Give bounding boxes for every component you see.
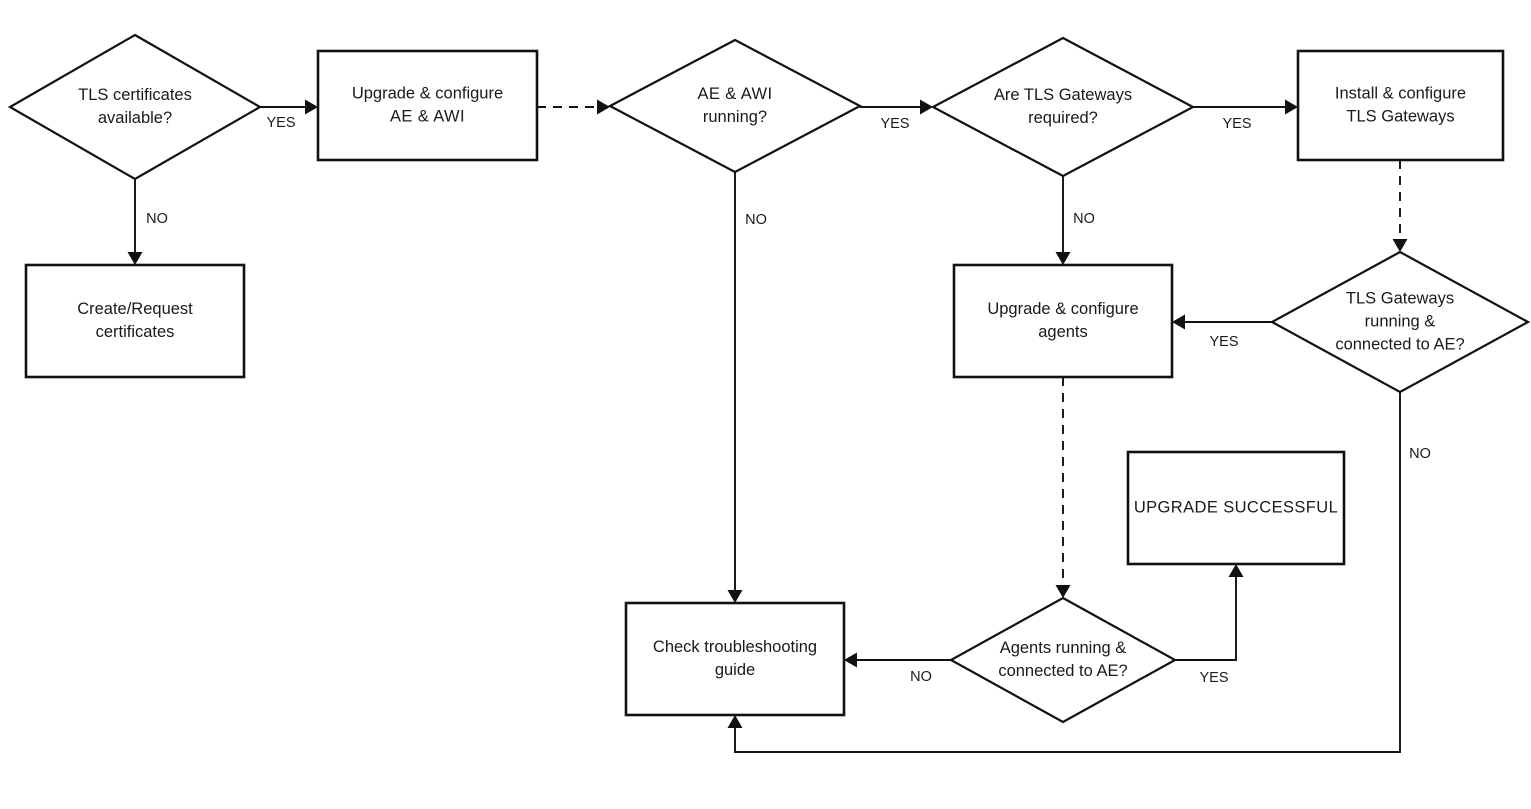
arrow-head-icon: [1285, 99, 1298, 115]
arrow-head-icon: [920, 99, 933, 115]
arrow-head-icon: [597, 99, 610, 115]
decision-diamond: [607, 38, 863, 174]
edge-label-certs-no-to-create-certs: NO: [146, 211, 168, 227]
node-label-line: TLS Gateways: [1346, 107, 1454, 125]
arrow-head-icon: [727, 715, 743, 728]
node-label-line: running?: [703, 108, 767, 126]
decision-diamond: [1269, 250, 1531, 394]
node-upgrade-configure-agents[interactable]: Upgrade & configure agents: [952, 263, 1174, 379]
node-label-line: Check troubleshooting: [653, 638, 817, 656]
node-label-line: Upgrade & configure: [352, 84, 503, 102]
node-label-line: Upgrade & configure: [987, 300, 1138, 318]
edge-certs-yes-to-upgrade-ae: [260, 99, 318, 115]
arrow-head-icon: [1392, 239, 1408, 252]
edge-gateways-required-yes-to-install: [1193, 99, 1298, 115]
arrow-head-icon: [127, 252, 143, 265]
arrow-head-icon: [1055, 585, 1071, 598]
arrow-head-icon: [727, 590, 743, 603]
edge-gateways-required-no-to-upgrade-agents: [1055, 176, 1071, 265]
edges-layer: [127, 99, 1408, 753]
process-box: [952, 263, 1174, 379]
edge-label-agents-running-no-to-troubleshooting: NO: [910, 669, 932, 685]
node-tls-gateways-running-connected[interactable]: TLS Gateways running & connected to AE?: [1269, 250, 1531, 394]
edge-agents-running-yes-to-upgrade-successful: [1175, 564, 1244, 661]
node-check-troubleshooting-guide[interactable]: Check troubleshooting guide: [624, 601, 846, 717]
edge-ae-running-no-to-troubleshooting: [727, 172, 743, 603]
node-label-line: connected to AE?: [998, 662, 1127, 680]
node-are-tls-gateways-required[interactable]: Are TLS Gateways required?: [930, 36, 1196, 178]
edge-label-gateways-required-no-to-upgrade-agents: NO: [1073, 211, 1095, 227]
arrow-head-icon: [305, 99, 318, 115]
node-label-line: available?: [98, 109, 172, 127]
node-label-line: Install & configure: [1335, 84, 1466, 102]
node-label-line: AE & AWI: [390, 107, 465, 125]
edge-label-gateways-running-yes-to-upgrade-agents: YES: [1209, 334, 1238, 350]
node-label-line: TLS certificates: [78, 86, 192, 104]
arrow-head-icon: [1172, 314, 1185, 330]
node-label-line: agents: [1038, 323, 1088, 341]
node-label-line: required?: [1028, 109, 1098, 127]
process-box: [624, 601, 846, 717]
node-tls-certificates-available[interactable]: TLS certificates available?: [7, 33, 263, 181]
edge-gateways-running-no-to-troubleshooting: [727, 392, 1401, 753]
edge-label-agents-running-yes-to-upgrade-successful: YES: [1199, 670, 1228, 686]
edge-upgrade-ae-to-ae-running: [537, 99, 610, 115]
node-label-line: TLS Gateways: [1346, 289, 1454, 307]
arrow-head-icon: [1055, 252, 1071, 265]
edge-agents-running-no-to-troubleshooting: [844, 652, 951, 668]
decision-diamond: [948, 596, 1178, 724]
edge-label-ae-running-yes-to-gateways-required: YES: [880, 116, 909, 132]
node-label-line: AE & AWI: [697, 85, 772, 103]
node-label-line: UPGRADE SUCCESSFUL: [1134, 498, 1338, 516]
process-box: [1126, 450, 1346, 566]
decision-diamond: [930, 36, 1196, 178]
nodes-layer: TLS certificates available? Upgrade & conf…: [7, 33, 1531, 724]
edge-labels-layer: YES NO YES NO YES NO YES NO NO YES: [146, 115, 1431, 686]
node-agents-running-connected[interactable]: Agents running & connected to AE?: [948, 596, 1178, 724]
edge-upgrade-agents-to-agents-running: [1055, 377, 1071, 598]
edge-path: [1175, 568, 1237, 661]
node-label-line: running &: [1365, 312, 1436, 330]
process-box: [1296, 49, 1505, 162]
edge-ae-running-yes-to-gateways-required: [860, 99, 933, 115]
edge-gateways-running-yes-to-upgrade-agents: [1172, 314, 1272, 330]
edge-path: [734, 392, 1401, 753]
node-label-line: connected to AE?: [1335, 335, 1464, 353]
edge-label-gateways-required-yes-to-install: YES: [1222, 116, 1251, 132]
node-label-line: Create/Request: [77, 300, 193, 318]
arrow-head-icon: [1228, 564, 1244, 577]
edge-label-gateways-running-no-to-troubleshooting: NO: [1409, 446, 1431, 462]
edge-label-certs-yes-to-upgrade-ae: YES: [266, 115, 295, 131]
node-upgrade-successful[interactable]: UPGRADE SUCCESSFUL: [1126, 450, 1346, 566]
edge-install-gateways-to-gateways-running: [1392, 160, 1408, 252]
node-label-line: certificates: [96, 323, 175, 341]
node-label-line: guide: [715, 661, 755, 679]
process-box: [24, 263, 246, 379]
arrow-head-icon: [844, 652, 857, 668]
node-label-line: Agents running &: [1000, 639, 1127, 657]
decision-diamond: [7, 33, 263, 181]
edge-label-ae-running-no-to-troubleshooting: NO: [745, 212, 767, 228]
node-label-line: Are TLS Gateways: [994, 86, 1132, 104]
node-ae-awi-running[interactable]: AE & AWI running?: [607, 38, 863, 174]
node-upgrade-configure-ae-awi[interactable]: Upgrade & configure AE & AWI: [316, 49, 539, 162]
process-box: [316, 49, 539, 162]
node-create-request-certificates[interactable]: Create/Request certificates: [24, 263, 246, 379]
edge-certs-no-to-create-certs: [127, 179, 143, 265]
